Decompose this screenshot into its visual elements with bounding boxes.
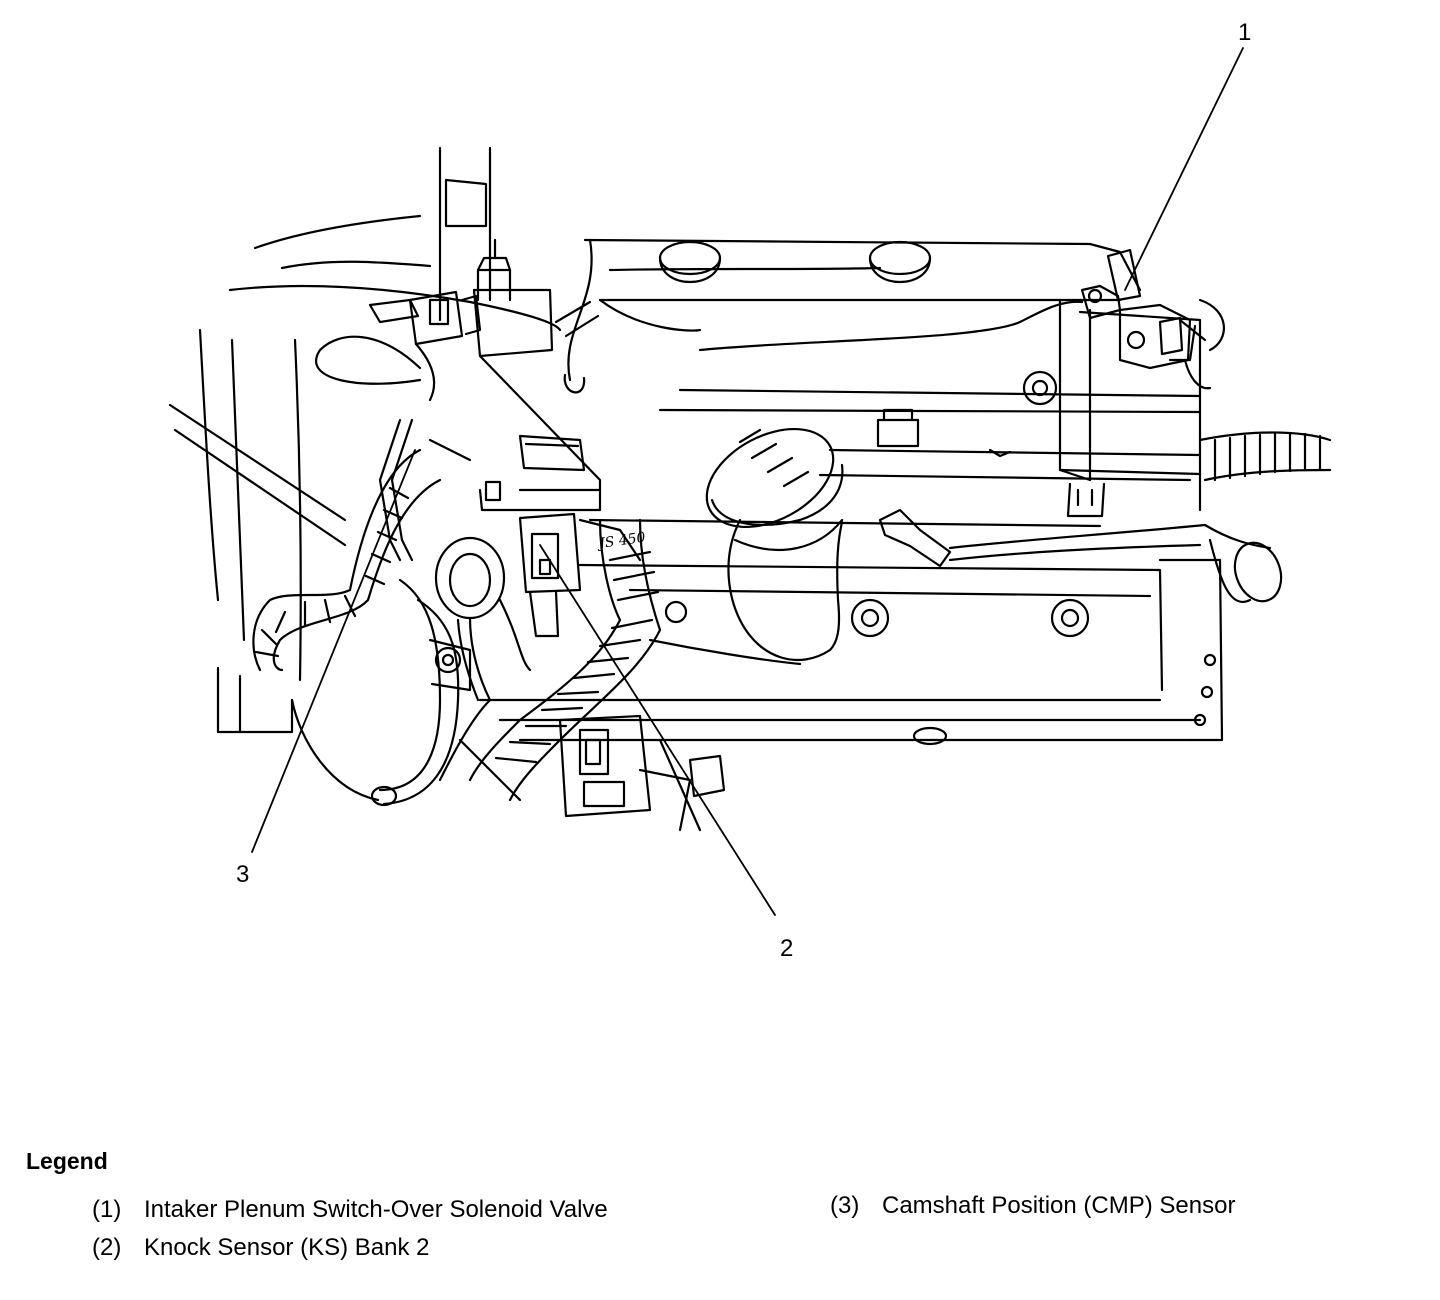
engine-block-left (168, 146, 562, 802)
legend-item-1: (1) Intaker Plenum Switch-Over Solenoid V… (92, 1196, 608, 1224)
legend-title: Legend (26, 1148, 108, 1174)
dipstick-ring (434, 536, 532, 702)
valve-cover-bracket (1058, 298, 1106, 518)
leader-line-1 (1124, 47, 1244, 291)
cylinder-head (478, 558, 1224, 746)
legend-item-2: (2) Knock Sensor (KS) Bank 2 (92, 1234, 429, 1262)
legend-item-3: (3) Camshaft Position (CMP) Sensor (830, 1192, 1235, 1220)
legend-item-2-label: Knock Sensor (KS) Bank 2 (144, 1234, 430, 1261)
center-harness (438, 518, 662, 802)
handwritten-note: JS 450 (595, 530, 646, 553)
leader-lines (251, 47, 1244, 916)
legend-item-3-number: (3) (830, 1192, 860, 1219)
valve-cover (583, 238, 1207, 528)
legend-item-1-label: Intaker Plenum Switch-Over Solenoid Valv… (144, 1196, 608, 1223)
right-harness (1168, 298, 1332, 482)
legend-item-2-number: (2) (92, 1234, 122, 1261)
solenoid-valve (1080, 248, 1212, 390)
legend-item-1-number: (1) (92, 1196, 122, 1223)
lower-connector-block (558, 714, 726, 832)
callout-1: 1 (1238, 19, 1251, 46)
knock-sensor-connector (518, 512, 642, 638)
callout-3: 3 (236, 861, 249, 888)
cmp-sensor-connector (315, 288, 602, 512)
oil-filler-cap (705, 427, 844, 662)
lower-hose (370, 578, 472, 807)
plug-wire-right (878, 508, 1283, 603)
left-harness (252, 418, 472, 672)
legend-item-3-label: Camshaft Position (CMP) Sensor (882, 1192, 1236, 1219)
callout-2: 2 (780, 935, 793, 962)
intake-tube (476, 238, 600, 394)
leader-line-2 (539, 544, 776, 916)
leader-line-3 (251, 449, 416, 853)
